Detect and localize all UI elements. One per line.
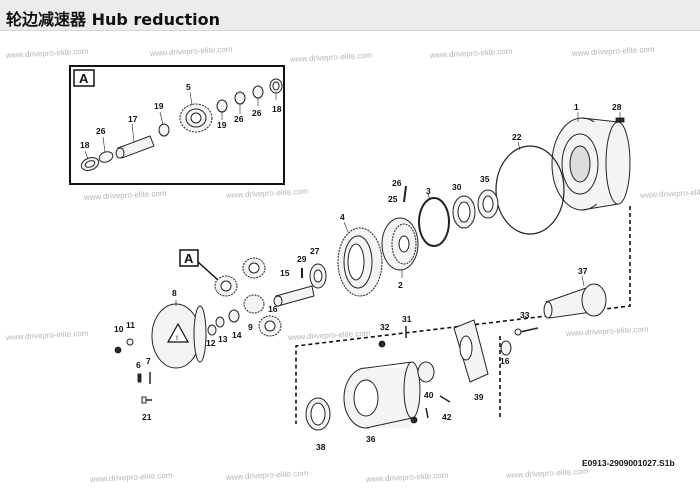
pin-part-28: 29	[297, 254, 307, 278]
bolt-part-41	[425, 407, 429, 419]
nut-part-32: 32	[378, 322, 390, 348]
part-label-16: 16	[268, 304, 278, 314]
watermark: www.drivepro-elite.com	[83, 189, 167, 202]
watermark: www.drivepro-elite.com	[289, 51, 373, 64]
bearing-part-35: 35	[477, 174, 499, 219]
part-label-13: 13	[218, 334, 228, 344]
watermark: www.drivepro-elite.com	[505, 467, 589, 480]
part-label-20: 26	[96, 126, 106, 136]
watermark: www.drivepro-elite.com	[225, 469, 309, 482]
bolt-part-31: 31	[402, 314, 412, 338]
ring-gear-carrier-part-2: 2	[381, 217, 419, 290]
part-label-36: 38	[316, 442, 326, 452]
part-label-3: 3	[426, 186, 431, 196]
watermark: www.drivepro-elite.com	[429, 47, 513, 60]
hub-part-1: 1 28	[551, 102, 631, 211]
watermark: www.drivepro-elite.com	[365, 471, 449, 484]
part-label-9: 9	[248, 322, 253, 332]
watermark-layer: www.drivepro-elite.com www.drivepro-elit…	[5, 45, 700, 484]
part-label-35: 35	[480, 174, 490, 184]
part-label-12: 12	[206, 338, 216, 348]
part-label-2: 2	[398, 280, 403, 290]
drum-part-34: 36	[343, 361, 421, 444]
ring-part-27: 27	[309, 246, 327, 289]
part-label-26: 26	[392, 178, 402, 188]
part-label-20c: 26	[252, 108, 262, 118]
part-label-19: 19	[154, 101, 164, 111]
cup-part-39: 40	[417, 361, 435, 400]
cover-part-8: ! 8 10 11 7 6	[114, 288, 207, 384]
svg-text:!: !	[176, 336, 178, 342]
bolt-part-33: 33	[514, 310, 539, 336]
o-ring-part-22: 22	[495, 132, 565, 235]
watermark: www.drivepro-elite.com	[287, 329, 371, 342]
spindle-part-37: 37	[543, 266, 607, 319]
part-label-33: 33	[520, 310, 530, 320]
ring-gear-part-4: 4	[337, 212, 383, 297]
part-label-40: 42	[442, 412, 452, 422]
drawing-code: E0913-2909001027.S1b	[582, 458, 675, 468]
callout-letter: A	[184, 251, 194, 266]
shaft-part-15: 15 16	[268, 268, 315, 314]
part-label-6: 6	[136, 360, 141, 370]
part-label-39: 40	[424, 390, 434, 400]
part-label-28: 29	[297, 254, 307, 264]
part-label-21: 21	[142, 412, 152, 422]
part-label-38: 39	[474, 392, 484, 402]
part-label-14: 14	[232, 330, 242, 340]
inset-letter: A	[79, 71, 89, 86]
bolt-part-26: 26 25	[388, 178, 407, 204]
callout-a: A	[179, 249, 219, 281]
part-label-15: 15	[280, 268, 290, 278]
part-label-29: 28	[612, 102, 622, 112]
part-label-19b: 19	[217, 120, 227, 130]
watermark: www.drivepro-elite.com	[571, 45, 655, 58]
part-label-4: 4	[340, 212, 345, 222]
watermark: www.drivepro-elite.com	[639, 187, 700, 200]
watermark: www.drivepro-elite.com	[5, 329, 89, 342]
part-label-17: 17	[128, 114, 138, 124]
seal-part-36: 38	[305, 397, 331, 452]
ring-part-3: 3	[418, 186, 450, 247]
part-label-1: 1	[574, 102, 579, 112]
washer-part-16: 16	[500, 340, 512, 366]
part-label-32: 32	[380, 322, 390, 332]
page-title: 轮边减速器 Hub reduction	[6, 10, 220, 29]
watermark: www.drivepro-elite.com	[89, 471, 173, 484]
bolt-part-40: 42	[439, 395, 452, 422]
part-label-16b: 16	[500, 356, 510, 366]
nut-part-42	[410, 416, 418, 424]
part-label-31: 31	[402, 314, 412, 324]
part-label-11: 11	[126, 320, 135, 330]
part-label-34: 36	[366, 434, 376, 444]
part-label-25: 25	[388, 194, 398, 204]
bearing-part-30: 30	[452, 182, 476, 229]
title-bar: 轮边减速器 Hub reduction	[0, 0, 700, 31]
part-label-37: 37	[578, 266, 588, 276]
part-label-27: 27	[310, 246, 320, 256]
watermark: www.drivepro-elite.com	[149, 45, 233, 58]
part-label-7: 7	[146, 356, 151, 366]
part-label-30: 30	[452, 182, 462, 192]
part-label-20b: 26	[234, 114, 244, 124]
part-label-8: 8	[172, 288, 177, 298]
part-label-10: 10	[114, 324, 124, 334]
watermark: www.drivepro-elite.com	[565, 325, 649, 338]
planet-gears: 9 12 13 14	[206, 257, 282, 348]
part-label-18b: 18	[272, 104, 282, 114]
watermark: www.drivepro-elite.com	[225, 187, 309, 200]
bolt-part-21: 21	[141, 396, 152, 422]
part-label-18: 18	[80, 140, 90, 150]
bracket-part-38: 39	[453, 319, 489, 402]
part-label-5: 5	[186, 82, 191, 92]
watermark: www.drivepro-elite.com	[5, 47, 89, 60]
inset-gear	[179, 103, 213, 133]
part-label-22: 22	[512, 132, 522, 142]
inset-a-detail: A 18 26 17 19 5 19 26 26	[69, 65, 285, 185]
